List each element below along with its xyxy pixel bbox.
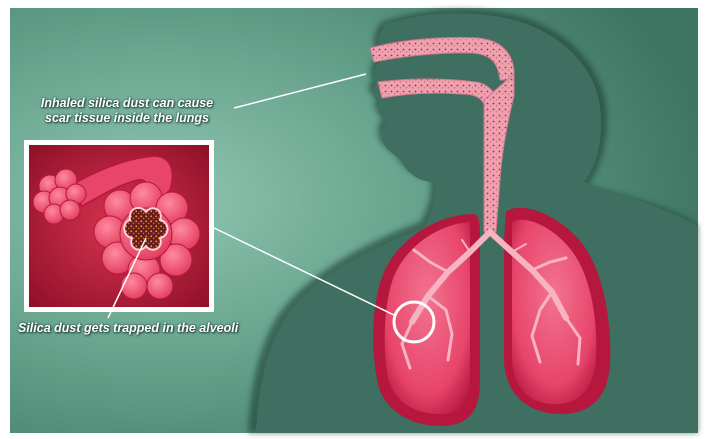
alveoli-inset: [24, 140, 214, 318]
alveolus-cross-section: [124, 208, 167, 250]
inhaled-caption-line-1: Inhaled silica dust can cause: [22, 96, 232, 111]
alveoli-caption: Silica dust gets trapped in the alveoli: [18, 321, 238, 336]
inhaled-caption-line-2: scar tissue inside the lungs: [22, 111, 232, 126]
inhaled-dust-caption: Inhaled silica dust can cause scar tissu…: [22, 96, 232, 126]
